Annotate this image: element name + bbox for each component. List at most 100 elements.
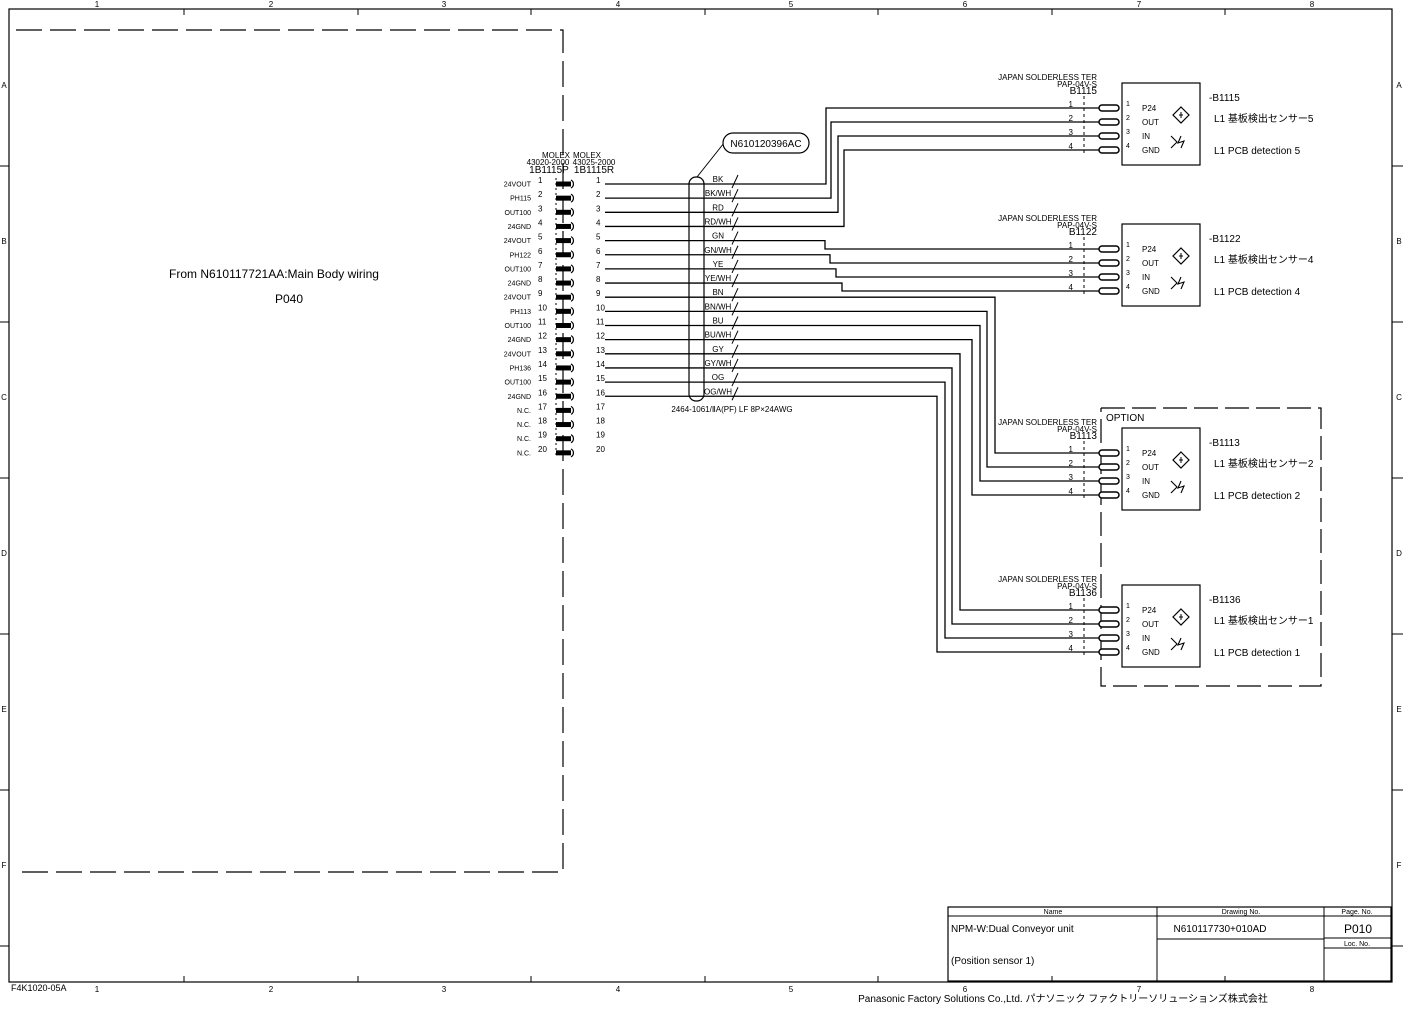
connector-part-left: 43020-2000 (527, 158, 570, 167)
sensor-name-jp: L1 基板検出センサー2 (1214, 457, 1314, 470)
wire-color-label: BN (712, 288, 723, 297)
sensor-name-en: L1 PCB detection 5 (1214, 146, 1301, 157)
pin-housing (556, 393, 571, 399)
connector-name-right: 1B1115R (574, 165, 614, 176)
pin-signal-label: 24VOUT (504, 295, 532, 302)
wire-slash-mark (731, 330, 739, 344)
sensor-pin-number-right: 2 (1126, 617, 1130, 624)
sensor-designator: -B1115 (1209, 93, 1240, 104)
wire-color-label: BK/WH (705, 189, 731, 198)
wire-slash-mark (731, 372, 739, 387)
pin-contact (570, 349, 575, 359)
pin-number-left: 18 (538, 417, 547, 426)
sensor-pin-number-left: 2 (1069, 616, 1074, 625)
pin-contact (570, 320, 575, 331)
pin-housing (556, 436, 571, 442)
wire-slash-mark (731, 358, 739, 373)
pin-housing (556, 422, 571, 428)
sensor-pin-name: IN (1142, 634, 1150, 643)
pin-signal-label: 24GND (508, 394, 531, 401)
wire-color-label: YE/WH (705, 274, 731, 283)
pin-contact (570, 179, 575, 189)
sensor-box (1121, 223, 1201, 307)
title-page-header: Page. No. (1341, 909, 1372, 916)
connector-header: MOLEX MOLEX 43020-2000 43025-2000 1B1115… (527, 151, 616, 176)
sensor-pin-contact (1098, 606, 1120, 614)
sensor-connector-name: B1115 (1070, 86, 1098, 97)
pin-number-right: 16 (596, 388, 605, 397)
sensor-pin-name: OUT (1142, 620, 1159, 629)
pin-number-right: 10 (596, 303, 605, 312)
cable-spec: 2464-1061/ⅡA(PF) LF 8P×24AWG (671, 405, 792, 414)
sensor-diamond-icon (1172, 608, 1190, 626)
sensor-box (1121, 584, 1201, 668)
sensor-pin-number-left: 4 (1069, 487, 1074, 496)
sensor-pin-number-right: 4 (1126, 284, 1130, 291)
wire-route (605, 324, 1099, 482)
sensor-connector-part: PAP-04V-S (1057, 221, 1097, 230)
sensor-pin-number-right: 1 (1126, 242, 1130, 249)
sensor-connector-name: B1136 (1069, 588, 1098, 599)
pin-number-right: 13 (596, 346, 605, 355)
title-drawing-no: N610117730+010AD (1174, 924, 1267, 935)
sensor-diamond-icon (1172, 247, 1190, 265)
wire-slash-mark (731, 188, 739, 203)
pin-signal-label: OUT100 (505, 380, 532, 387)
wire-route (605, 381, 1099, 639)
sensor-connector-maker: JAPAN SOLDERLESS TER (998, 73, 1097, 82)
pin-housing (556, 252, 571, 258)
zone-col-label: 7 (1137, 0, 1142, 9)
wire-slash-mark (731, 316, 739, 330)
sensor-name-en: L1 PCB detection 2 (1214, 491, 1301, 502)
wire-route (605, 339, 1099, 496)
zone-col-label: 8 (1310, 985, 1315, 994)
wire-route (605, 149, 1099, 228)
pin-signal-label: N.C. (517, 450, 531, 457)
wire-color-label: RD/WH (704, 217, 731, 226)
company-footer: Panasonic Factory Solutions Co.,Ltd. パナソ… (858, 992, 1268, 1005)
pin-housing (556, 266, 571, 272)
zone-row-label: F (2, 861, 7, 870)
pin-number-left: 11 (538, 318, 547, 327)
pin-contact (570, 420, 575, 430)
pin-housing (556, 294, 571, 300)
zone-row-label: A (1396, 81, 1402, 90)
source-page-ref: P040 (275, 292, 303, 306)
pin-number-left: 4 (538, 218, 543, 227)
pin-contact (570, 391, 575, 401)
wire-color-label: YE (713, 260, 724, 269)
sensor-diamond-icon (1172, 106, 1190, 124)
zone-ticks (0, 9, 1403, 982)
pin-signal-label: 24GND (508, 224, 531, 231)
sensor-designator: -B1122 (1209, 234, 1241, 245)
zone-row-label: B (1, 237, 6, 246)
pin-signal-label: 24GND (508, 281, 531, 288)
pin-housing (556, 223, 571, 229)
sensor-diamond-icon (1179, 457, 1183, 463)
zone-col-label: 7 (1137, 985, 1142, 994)
wire-route (605, 296, 1099, 454)
pin-contact (570, 207, 575, 217)
sensor-pin-number-right: 1 (1126, 101, 1130, 108)
sensor-connector-part: PAP-04V-S (1057, 425, 1097, 434)
wire-color-label: OG (712, 373, 724, 382)
pin-signal-label: OUT100 (505, 323, 532, 330)
wire-slash-mark (731, 231, 739, 245)
pin-number-left: 1 (538, 176, 543, 185)
pin-number-left: 5 (538, 233, 543, 242)
sensor-pin-name: P24 (1142, 245, 1157, 254)
title-block: Name Drawing No. Page. No. NPM-W:Dual Co… (947, 906, 1392, 982)
title-name-line2: (Position sensor 1) (951, 956, 1034, 967)
pin-number-left: 2 (538, 190, 543, 199)
sensor-pin-number-left: 4 (1069, 644, 1074, 653)
wire-color-label: GN/WH (704, 246, 732, 255)
